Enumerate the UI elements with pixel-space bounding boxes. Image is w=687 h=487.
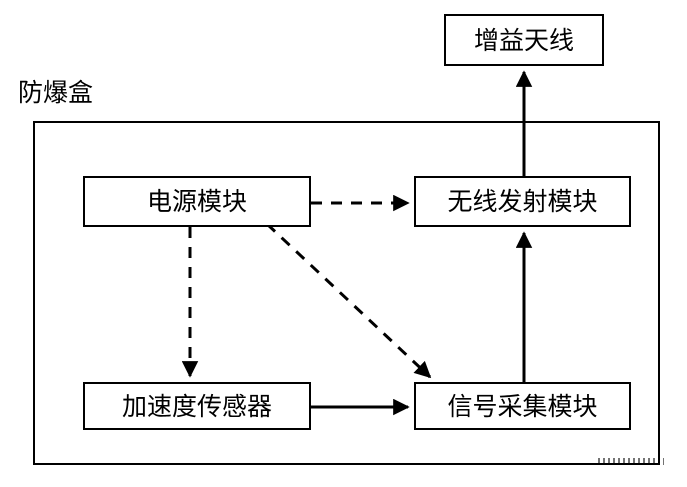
node-gain-antenna[interactable]: 增益天线 (444, 14, 604, 66)
node-power-module-label: 电源模块 (146, 187, 247, 216)
node-power-module[interactable]: 电源模块 (83, 176, 311, 227)
enclosure-label: 防爆盒 (18, 78, 94, 107)
node-signal-acquisition-module-label: 信号采集模块 (447, 391, 598, 421)
watermark-artifact (598, 458, 664, 465)
node-wireless-transmission-module[interactable]: 无线发射模块 (414, 176, 631, 227)
node-gain-antenna-label: 增益天线 (473, 25, 574, 55)
node-signal-acquisition-module[interactable]: 信号采集模块 (414, 382, 631, 430)
node-acceleration-sensor[interactable]: 加速度传感器 (83, 382, 311, 430)
node-acceleration-sensor-label: 加速度传感器 (121, 391, 272, 421)
node-wireless-transmission-module-label: 无线发射模块 (447, 187, 598, 216)
explosion-proof-box-container (33, 121, 660, 465)
